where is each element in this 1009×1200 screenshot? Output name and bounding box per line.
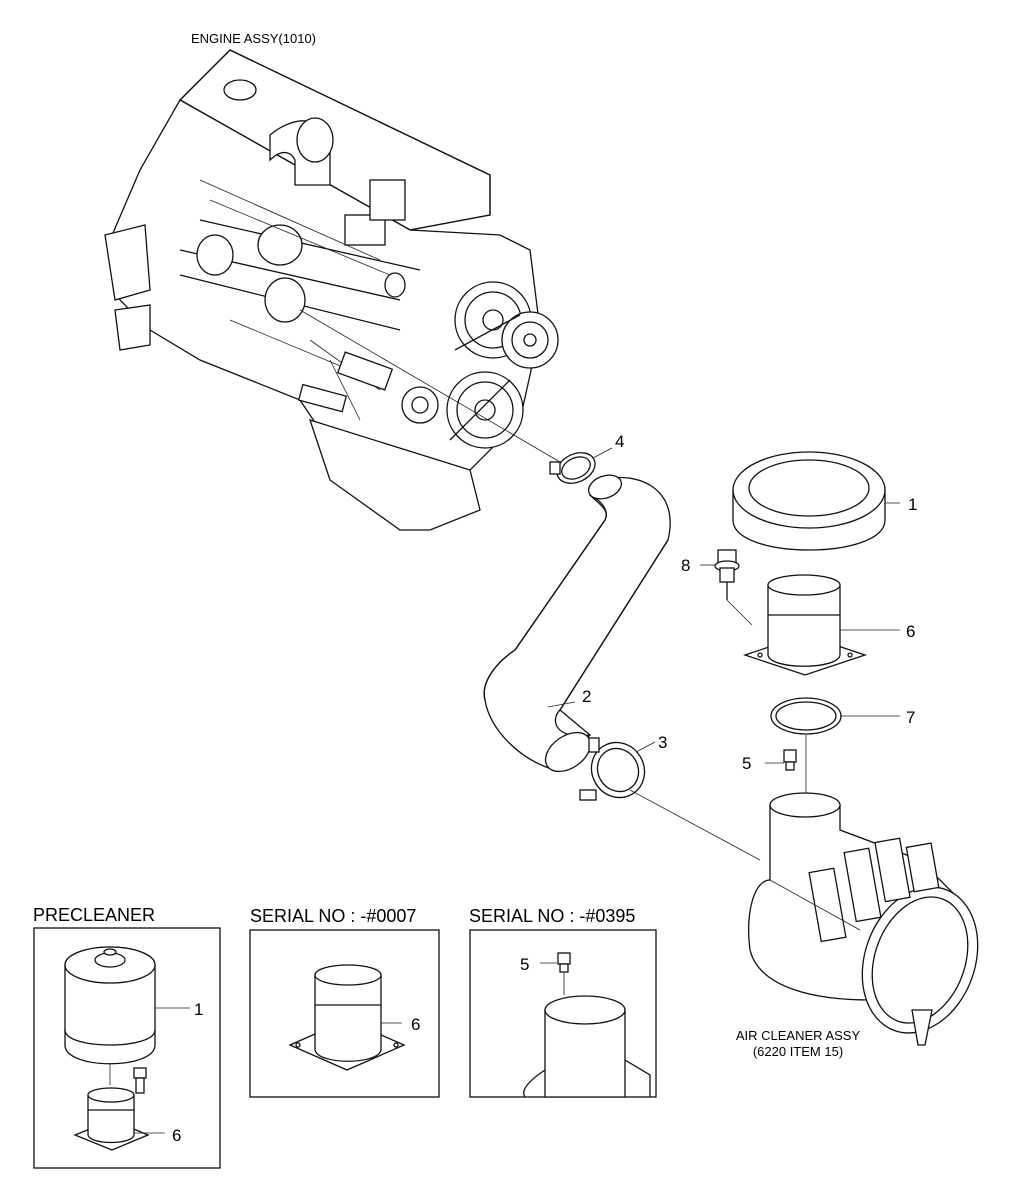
- air-cleaner-label-line1: AIR CLEANER ASSY: [736, 1028, 861, 1043]
- engine-assy-label: ENGINE ASSY(1010): [191, 31, 316, 46]
- cap-1-illustration: [732, 451, 900, 551]
- callout-1-main: 1: [908, 495, 917, 514]
- callout-4: 4: [615, 432, 624, 451]
- callout-7: 7: [906, 708, 915, 727]
- clamp-4-illustration: [549, 447, 613, 484]
- clamp-3-illustration: [579, 737, 656, 801]
- callout-6-main: 6: [906, 622, 915, 641]
- serial-0395-callout-5: 5: [520, 955, 529, 974]
- bolt-8-illustration: [700, 549, 753, 626]
- callout-2: 2: [582, 687, 591, 706]
- inset-serial-0395: [469, 929, 657, 1098]
- serial-0007-callout-6: 6: [411, 1015, 420, 1034]
- precleaner-title: PRECLEANER: [33, 905, 155, 925]
- inset-precleaner: [33, 927, 221, 1169]
- precleaner-callout-6: 6: [172, 1126, 181, 1145]
- serial-0395-title: SERIAL NO : -#0395: [469, 906, 635, 926]
- callout-8: 8: [681, 556, 690, 575]
- air-cleaner-label-line2: (6220 ITEM 15): [753, 1044, 843, 1059]
- sensor-5-illustration: [765, 749, 797, 771]
- engine-illustration: [104, 49, 559, 531]
- hose-2-illustration: [483, 474, 671, 773]
- gasket-7-illustration: [770, 697, 900, 795]
- leader-clamp-aircleaner: [629, 789, 761, 861]
- precleaner-callout-1: 1: [194, 1000, 203, 1019]
- callout-3: 3: [658, 733, 667, 752]
- serial-0007-title: SERIAL NO : -#0007: [250, 906, 416, 926]
- adapter-6-illustration: [742, 574, 900, 676]
- leader-engine-clamp: [299, 309, 561, 463]
- air-cleaner-illustration: [748, 792, 979, 1046]
- inset-serial-0007: [249, 929, 440, 1098]
- callout-5-main: 5: [742, 754, 751, 773]
